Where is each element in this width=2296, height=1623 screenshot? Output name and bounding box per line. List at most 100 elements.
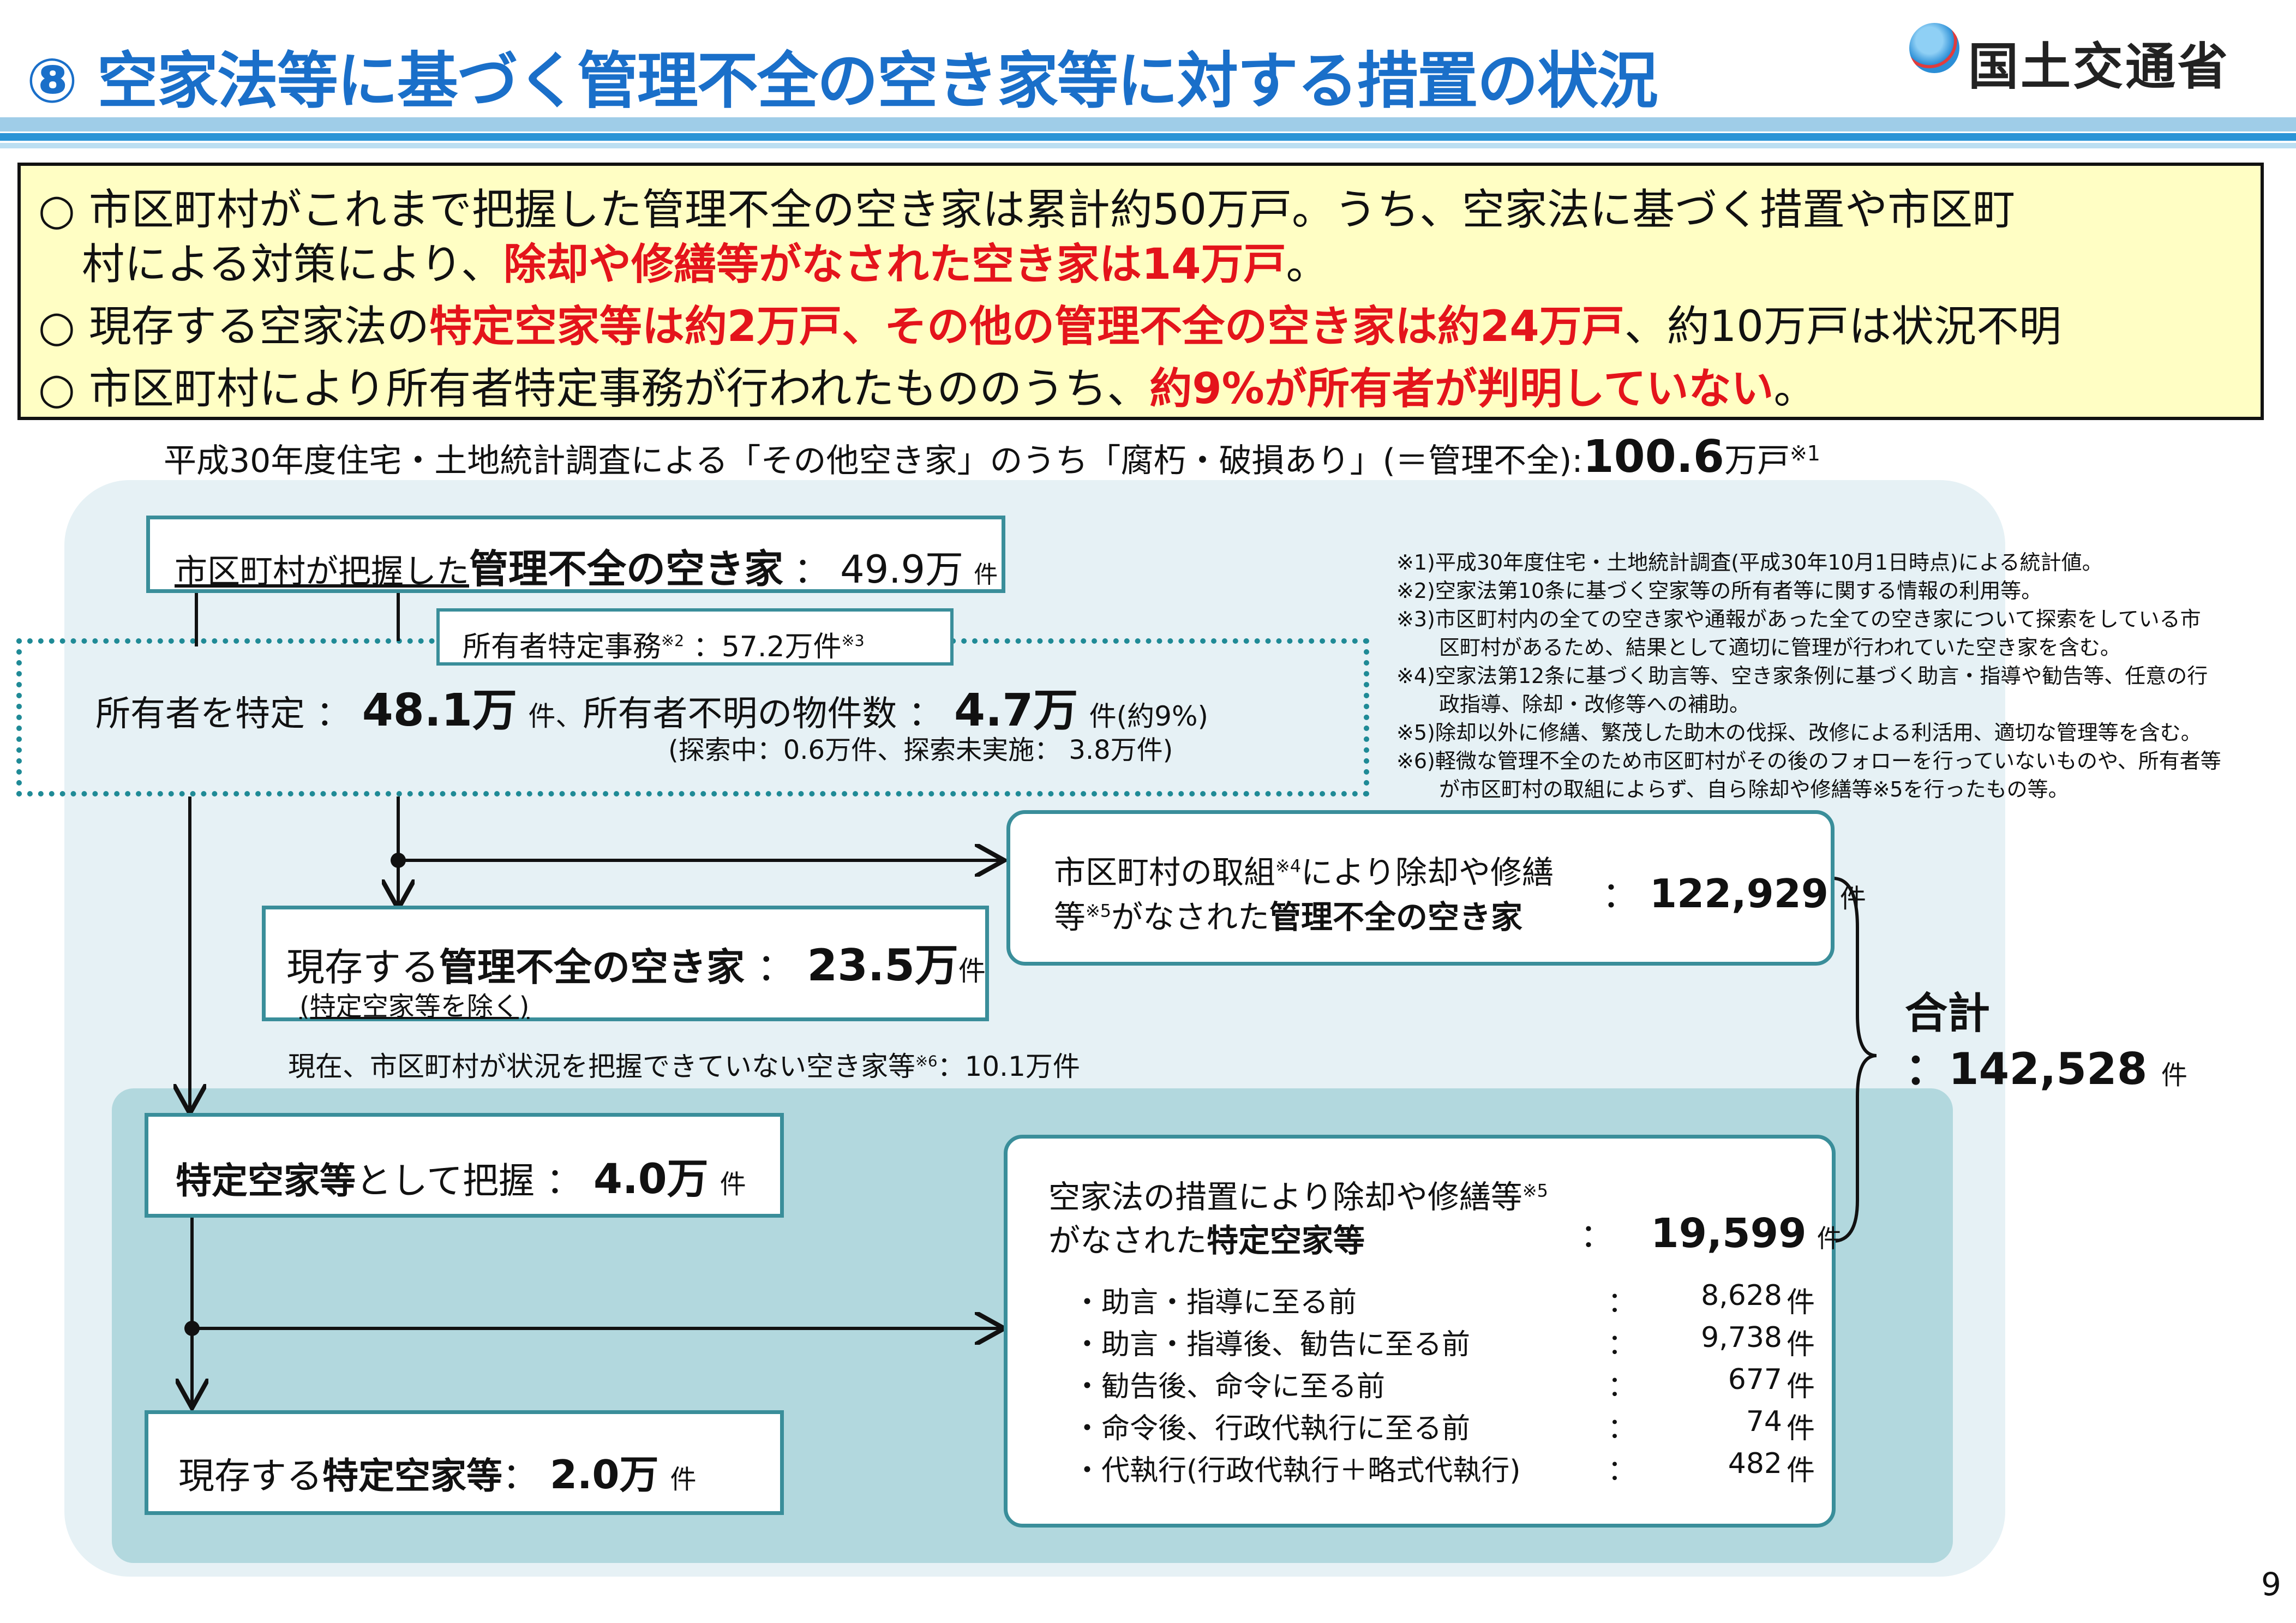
- label-bold: 管理不全の空き家: [439, 945, 745, 990]
- label: により除却や修繕: [1301, 854, 1554, 891]
- municipal-line-1: 市区町村の取組※4により除却や修繕: [1054, 847, 1554, 893]
- separator: ：: [1608, 1370, 1636, 1403]
- identified-subline: (探索中：0.6万件、探索未実施： 3.8万件): [668, 735, 1173, 765]
- footnote-ref: ※3: [841, 631, 865, 650]
- separator: ：: [1608, 1286, 1636, 1319]
- total-sum-value: ：142,528: [1905, 1044, 2148, 1094]
- label: 等: [1054, 899, 1086, 936]
- separator: ：: [1608, 1328, 1636, 1361]
- value: ：57.2万件: [693, 631, 842, 663]
- breakdown-row: ・勧告後、命令に至る前 ： 677 件: [1073, 1363, 1815, 1405]
- label: 所有者を特定 ：: [95, 694, 351, 734]
- measures-line-1: 空家法の措置により除却や修繕等※5: [1048, 1171, 1548, 1217]
- municipal-value: 122,929: [1649, 871, 1829, 917]
- separator: ：: [502, 1455, 538, 1497]
- box-municipal-removed: 市区町村の取組※4により除却や修繕 等※5がなされた管理不全の空き家 ： 122…: [1006, 810, 1866, 966]
- page-title: ⑧ 空家法等に基づく管理不全の空き家等に対する措置の状況: [26, 46, 1658, 117]
- measures-line-2: がなされた特定空家等: [1048, 1215, 1365, 1261]
- breakdown-label: ・助言・指導後、勧告に至る前: [1073, 1328, 1471, 1361]
- summary-highlight: 約9%が所有者が判明していない: [1149, 364, 1774, 414]
- breakdown-value: 8,628: [1701, 1279, 1782, 1312]
- breakdown-row: ・助言・指導後、勧告に至る前 ： 9,738 件: [1073, 1321, 1815, 1363]
- footnote: が市区町村の取組によらず、自ら除却や修繕等※5を行ったもの等。: [1439, 777, 2069, 801]
- label-bold: 特定空家等: [322, 1455, 502, 1497]
- header-band-light: [0, 117, 2296, 131]
- total-value: 49.9万: [840, 547, 964, 592]
- junction-dot: [184, 1321, 200, 1336]
- breakdown-row: ・代執行(行政代執行＋略式代執行) ： 482 件: [1073, 1447, 1815, 1489]
- unit: 件: [2161, 1060, 2187, 1091]
- basis-value: 100.6: [1582, 431, 1724, 483]
- label: 所有者特定事務: [463, 631, 662, 663]
- unit: 件: [974, 561, 998, 589]
- municipal-line-2: 等※5がなされた管理不全の空き家: [1054, 891, 1522, 937]
- summary-text: 村による対策により、: [82, 240, 503, 289]
- label: がなされた: [1048, 1222, 1207, 1259]
- summary-text: ○ 市区町村により所有者特定事務が行われたもののうち、: [38, 364, 1150, 414]
- unit: 件: [1839, 883, 1866, 914]
- breakdown-label: ・助言・指導に至る前: [1073, 1286, 1357, 1319]
- label-bold: 管理不全の空き家: [469, 546, 784, 592]
- measures-value-group: ： 19,599 件: [1580, 1209, 1842, 1257]
- total-value-group: ：142,528 件: [1905, 1034, 2187, 1097]
- unit: 件: [1786, 1412, 1815, 1445]
- unit: 件: [1786, 1370, 1815, 1403]
- summary-line-1a: ○ 市区町村がこれまで把握した管理不全の空き家は累計約50万戸。うち、空家法に基…: [38, 185, 2016, 235]
- unit: 件: [1786, 1328, 1815, 1361]
- tokutei-existing-value: 2.0万: [549, 1452, 659, 1498]
- summary-box: ○ 市区町村がこれまで把握した管理不全の空き家は累計約50万戸。うち、空家法に基…: [17, 163, 2264, 420]
- label-bold: 管理不全の空き家: [1269, 899, 1523, 936]
- footnote: 区町村があるため、結果として適切に管理が行われていた空き家を含む。: [1439, 636, 2121, 660]
- unit: 件: [670, 1464, 697, 1495]
- label-underlined: 市区町村が把握した: [175, 553, 469, 591]
- label: として把握 ：: [356, 1160, 582, 1202]
- header-band-pale: [0, 143, 2296, 148]
- junction-dot: [391, 853, 406, 868]
- footnotes: ※1)平成30年度住宅・土地統計調査(平成30年10月1日時点)による統計値。 …: [1396, 548, 2221, 804]
- breakdown-value: 9,738: [1701, 1321, 1782, 1354]
- existing-subnote: (特定空家等を除く): [299, 991, 530, 1022]
- unit: 件: [1786, 1286, 1815, 1319]
- footnote-ref: ※4: [1275, 855, 1302, 877]
- breakdown-label: ・代執行(行政代執行＋略式代執行): [1073, 1454, 1521, 1487]
- unit: 件: [1786, 1454, 1815, 1487]
- survey-basis: 平成30年度住宅・土地統計調査による「その他空き家」のうち「腐朽・破損あり」(＝…: [164, 431, 1820, 483]
- owner-process-text: 所有者特定事務※2 ：57.2万件※3: [463, 624, 865, 664]
- breakdown-label: ・命令後、行政代執行に至る前: [1073, 1412, 1471, 1445]
- separator: ：: [1602, 874, 1638, 916]
- tokutei-text: 特定空家等として把握 ： 4.0万 件: [176, 1145, 746, 1205]
- tokutei-existing-text: 現存する特定空家等： 2.0万 件: [178, 1442, 697, 1500]
- summary-highlight: 特定空家等は約2万戸、その他の管理不全の空き家は約24万戸: [429, 302, 1624, 351]
- separator: ：: [1608, 1412, 1636, 1445]
- tokutei-value: 4.0万: [593, 1154, 709, 1203]
- box-law-measures: 空家法の措置により除却や修繕等※5 がなされた特定空家等 ： 19,599 件 …: [1004, 1135, 1842, 1528]
- existing-value: 23.5万: [807, 940, 958, 991]
- separator: ：: [1580, 1217, 1613, 1255]
- unit: 件(約9%): [1089, 700, 1208, 732]
- unknown-value: ：10.1万件: [937, 1051, 1080, 1082]
- breakdown-label: ・勧告後、命令に至る前: [1073, 1370, 1386, 1403]
- existing-text: 現存する管理不全の空き家 ： 23.5万件: [286, 930, 986, 993]
- label: 空家法の措置により除却や修繕等: [1048, 1178, 1522, 1215]
- identified-value: 48.1万: [362, 685, 518, 736]
- measures-value: 19,599: [1651, 1210, 1807, 1257]
- box-existing-neglected: 現存する管理不全の空き家 ： 23.5万件 (特定空家等を除く): [262, 906, 989, 1022]
- summary-text: ○ 現存する空家法の: [38, 302, 429, 351]
- unit: 件: [1817, 1224, 1842, 1253]
- basis-unit: 万戸: [1724, 442, 1790, 480]
- separator: ：: [1608, 1454, 1636, 1487]
- unit: 件、: [528, 700, 583, 732]
- footnote: 政指導、除却・改修等への補助。: [1439, 692, 1751, 716]
- summary-text: 。: [1286, 240, 1329, 289]
- footnote-ref: ※5: [1086, 900, 1112, 921]
- summary-line-2: ○ 現存する空家法の特定空家等は約2万戸、その他の管理不全の空き家は約24万戸、…: [38, 292, 2061, 354]
- footnote: ※1)平成30年度住宅・土地統計調査(平成30年10月1日時点)による統計値。: [1396, 550, 2103, 574]
- breakdown-row: ・命令後、行政代執行に至る前 ： 74 件: [1073, 1405, 1815, 1447]
- summary-line-1b: 村による対策により、除却や修繕等がなされた空き家は14万戸。: [82, 230, 1329, 291]
- basis-label: 平成30年度住宅・土地統計調査による「その他空き家」のうち「腐朽・破損あり」(＝…: [164, 442, 1583, 480]
- footnote-ref: ※5: [1522, 1180, 1548, 1201]
- unknown-owner-value: 4.7万: [954, 685, 1078, 736]
- breakdown-value: 74: [1746, 1405, 1782, 1438]
- label-bold: 特定空家等: [1207, 1222, 1365, 1259]
